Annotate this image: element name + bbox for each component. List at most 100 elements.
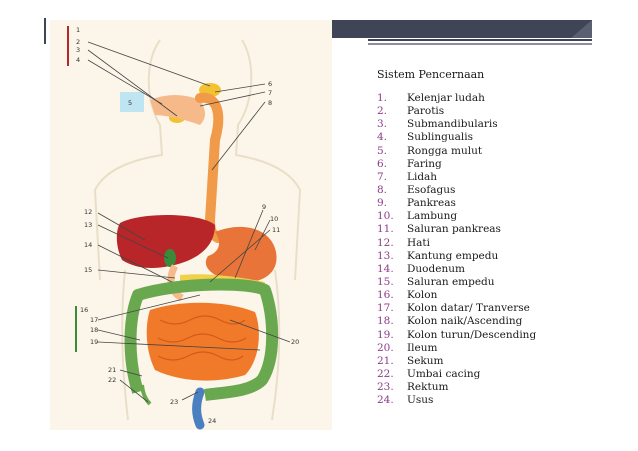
liver <box>116 214 215 268</box>
decor-bar-left <box>44 18 46 44</box>
item-label: Lidah <box>407 170 438 183</box>
list-item: 9.Pankreas <box>377 197 536 210</box>
diagram-label: 13 <box>84 221 92 229</box>
item-label: Hati <box>407 236 430 249</box>
diagram-label: 20 <box>291 338 299 346</box>
label-bar-1 <box>67 26 69 66</box>
list-item: 19. Kolon turun/Descending <box>377 329 536 342</box>
item-number: 11. <box>377 223 394 236</box>
gallbladder <box>164 249 176 267</box>
item-number: 7. <box>377 170 388 183</box>
intestine-folds <box>157 315 247 361</box>
list-item: 11. Saluran pankreas <box>377 223 536 236</box>
item-label: Kantung empedu <box>407 249 499 262</box>
diagram-label: 24 <box>208 417 216 425</box>
slide-title: Sistem Pencernaan <box>377 68 485 81</box>
item-number: 17. <box>377 302 394 315</box>
decor-line <box>368 43 592 45</box>
list-item: 3. Submandibularis <box>377 118 536 131</box>
diagram-label: 2 <box>76 38 80 46</box>
diagram-label: 5 <box>128 99 132 107</box>
item-label: Pankreas <box>407 197 456 210</box>
list-item: 14.Duodenum <box>377 263 536 276</box>
list-item: 10.Lambung <box>377 210 536 223</box>
diagram-label: 15 <box>84 266 92 274</box>
diagram-label: 18 <box>90 326 98 334</box>
item-label: Saluran empedu <box>407 275 495 288</box>
diagram-label: 16 <box>80 306 88 314</box>
item-label: Usus <box>407 394 434 407</box>
diagram-label: 17 <box>90 316 98 324</box>
item-label: Rektum <box>407 381 449 394</box>
item-number: 22. <box>377 367 394 380</box>
diagram-label: 7 <box>268 89 272 97</box>
item-number: 4. <box>377 131 388 144</box>
item-number: 15. <box>377 275 394 288</box>
item-label: Saluran pankreas <box>407 223 501 236</box>
small-intestine <box>146 302 259 381</box>
list-item: 4. Sublingualis <box>377 131 536 144</box>
item-label: Esofagus <box>407 183 456 196</box>
item-label: Kolon datar/ Tranverse <box>407 302 530 315</box>
item-number: 6. <box>377 157 388 170</box>
organ-list: 1.Kelenjar ludah 2.Parotis 3.Submandibul… <box>377 92 536 407</box>
diagram-label: 11 <box>272 226 280 234</box>
decor-line <box>368 39 592 41</box>
item-label: Rongga mulut <box>407 144 483 157</box>
item-label: Kolon turun/Descending <box>407 328 537 341</box>
list-item: 5. Rongga mulut <box>377 145 536 158</box>
anatomy-illustration: 1 2 3 4 5 6 7 8 9 10 11 12 13 14 15 16 1… <box>67 26 302 430</box>
list-item: 16. Kolon <box>377 289 536 302</box>
item-label: Kolon naik/Ascending <box>407 315 523 328</box>
leader-lines <box>87 41 291 403</box>
rectum <box>192 387 205 430</box>
item-label: Faring <box>407 157 442 170</box>
list-item: 7. Lidah <box>377 171 536 184</box>
body-outline-lower <box>121 269 281 421</box>
list-item: 8. Esofagus <box>377 184 536 197</box>
list-item: 21.Sekum <box>377 355 536 368</box>
item-label: Sekum <box>407 354 444 367</box>
list-item: 2.Parotis <box>377 105 536 118</box>
item-number: 19. <box>377 328 394 341</box>
item-label: Sublingualis <box>407 131 474 144</box>
diagram-label: 10 <box>270 215 278 223</box>
mouth-cavity <box>150 95 205 125</box>
item-label: Submandibularis <box>407 118 498 131</box>
list-item: 13. Kantung empedu <box>377 250 536 263</box>
item-number: 5. <box>377 144 388 157</box>
item-number: 8. <box>377 183 388 196</box>
item-label: Umbai cacing <box>407 367 481 380</box>
diagram-label: 1 <box>76 26 80 34</box>
label-bar-16 <box>75 306 77 352</box>
diagram-label: 21 <box>108 366 116 374</box>
item-number: 14. <box>377 262 394 275</box>
list-item: 24.Usus <box>377 394 536 407</box>
list-item: 20.Ileum <box>377 342 536 355</box>
diagram-label: 14 <box>84 241 92 249</box>
list-item: 6. Faring <box>377 158 536 171</box>
diagram-label: 3 <box>76 46 80 54</box>
item-number: 3. <box>377 118 388 131</box>
digestive-system-diagram: 1 2 3 4 5 6 7 8 9 10 11 12 13 14 15 16 1… <box>50 20 332 430</box>
item-label: Lambung <box>407 210 458 223</box>
decor-header-band <box>332 20 592 38</box>
diagram-label: 22 <box>108 376 116 384</box>
list-item: 12. Hati <box>377 237 536 250</box>
list-item: 22. Umbai cacing <box>377 368 536 381</box>
item-number: 16. <box>377 289 394 302</box>
item-number: 13. <box>377 249 394 262</box>
list-item: 18. Kolon naik/Ascending <box>377 315 536 328</box>
item-label: Kolon <box>407 289 438 302</box>
appendix <box>140 384 152 406</box>
diagram-label: 19 <box>90 338 98 346</box>
mouth-label-box <box>120 92 144 112</box>
list-item: 23. Rektum <box>377 381 536 394</box>
item-number: 1. <box>377 92 388 104</box>
item-number: 18. <box>377 315 394 328</box>
body-outline <box>93 39 302 281</box>
colon <box>124 278 279 401</box>
item-number: 12. <box>377 236 394 249</box>
item-number: 23. <box>377 381 394 394</box>
